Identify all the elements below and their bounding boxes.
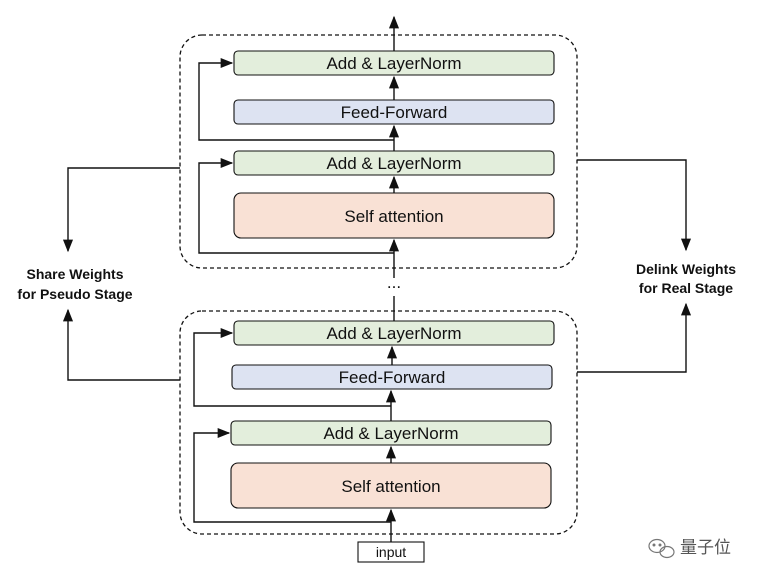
stage-ellipsis: ... xyxy=(387,273,401,292)
lower-add-norm-bottom: Add & LayerNorm xyxy=(230,420,552,446)
upper-self-attention-label: Self attention xyxy=(344,207,443,226)
lower-add-norm-top: Add & LayerNorm xyxy=(233,320,555,346)
share-weights-arrow-up xyxy=(62,308,180,381)
watermark: 量子位 xyxy=(648,538,731,559)
share-weights-label-line2: for Pseudo Stage xyxy=(17,286,132,302)
delink-weights-arrow-down xyxy=(577,159,692,252)
lower-stage-container xyxy=(179,310,578,535)
upper-residual-attention xyxy=(198,157,394,254)
share-weights-arrow-down xyxy=(62,167,180,253)
delink-weights-arrow-up xyxy=(577,302,692,373)
input-node: input xyxy=(357,541,425,563)
lower-add-norm-bottom-label: Add & LayerNorm xyxy=(323,424,458,443)
lower-feed-forward-label: Feed-Forward xyxy=(339,368,446,387)
upper-feed-forward: Feed-Forward xyxy=(233,99,555,125)
lower-residual-attention xyxy=(193,427,391,523)
upper-feed-forward-label: Feed-Forward xyxy=(341,103,448,122)
upper-stage-container xyxy=(179,34,578,269)
lower-residual-ff xyxy=(193,327,391,407)
upper-self-attention: Self attention xyxy=(233,192,555,239)
upper-add-norm-bottom: Add & LayerNorm xyxy=(233,150,555,176)
lower-self-attention-label: Self attention xyxy=(341,477,440,496)
upper-add-norm-top-label: Add & LayerNorm xyxy=(326,54,461,73)
lower-self-attention: Self attention xyxy=(230,462,552,509)
wechat-logo-icon xyxy=(648,538,675,559)
upper-add-norm-bottom-label: Add & LayerNorm xyxy=(326,154,461,173)
delink-weights-label-line1: Delink Weights xyxy=(636,261,736,277)
delink-weights-label-line2: for Real Stage xyxy=(639,280,733,296)
watermark-text: 量子位 xyxy=(680,538,731,558)
upper-add-norm-top: Add & LayerNorm xyxy=(233,50,555,76)
share-weights-label-line1: Share Weights xyxy=(27,266,124,282)
input-label: input xyxy=(376,544,406,560)
lower-feed-forward: Feed-Forward xyxy=(231,364,553,390)
upper-residual-ff xyxy=(198,57,394,141)
lower-add-norm-top-label: Add & LayerNorm xyxy=(326,324,461,343)
